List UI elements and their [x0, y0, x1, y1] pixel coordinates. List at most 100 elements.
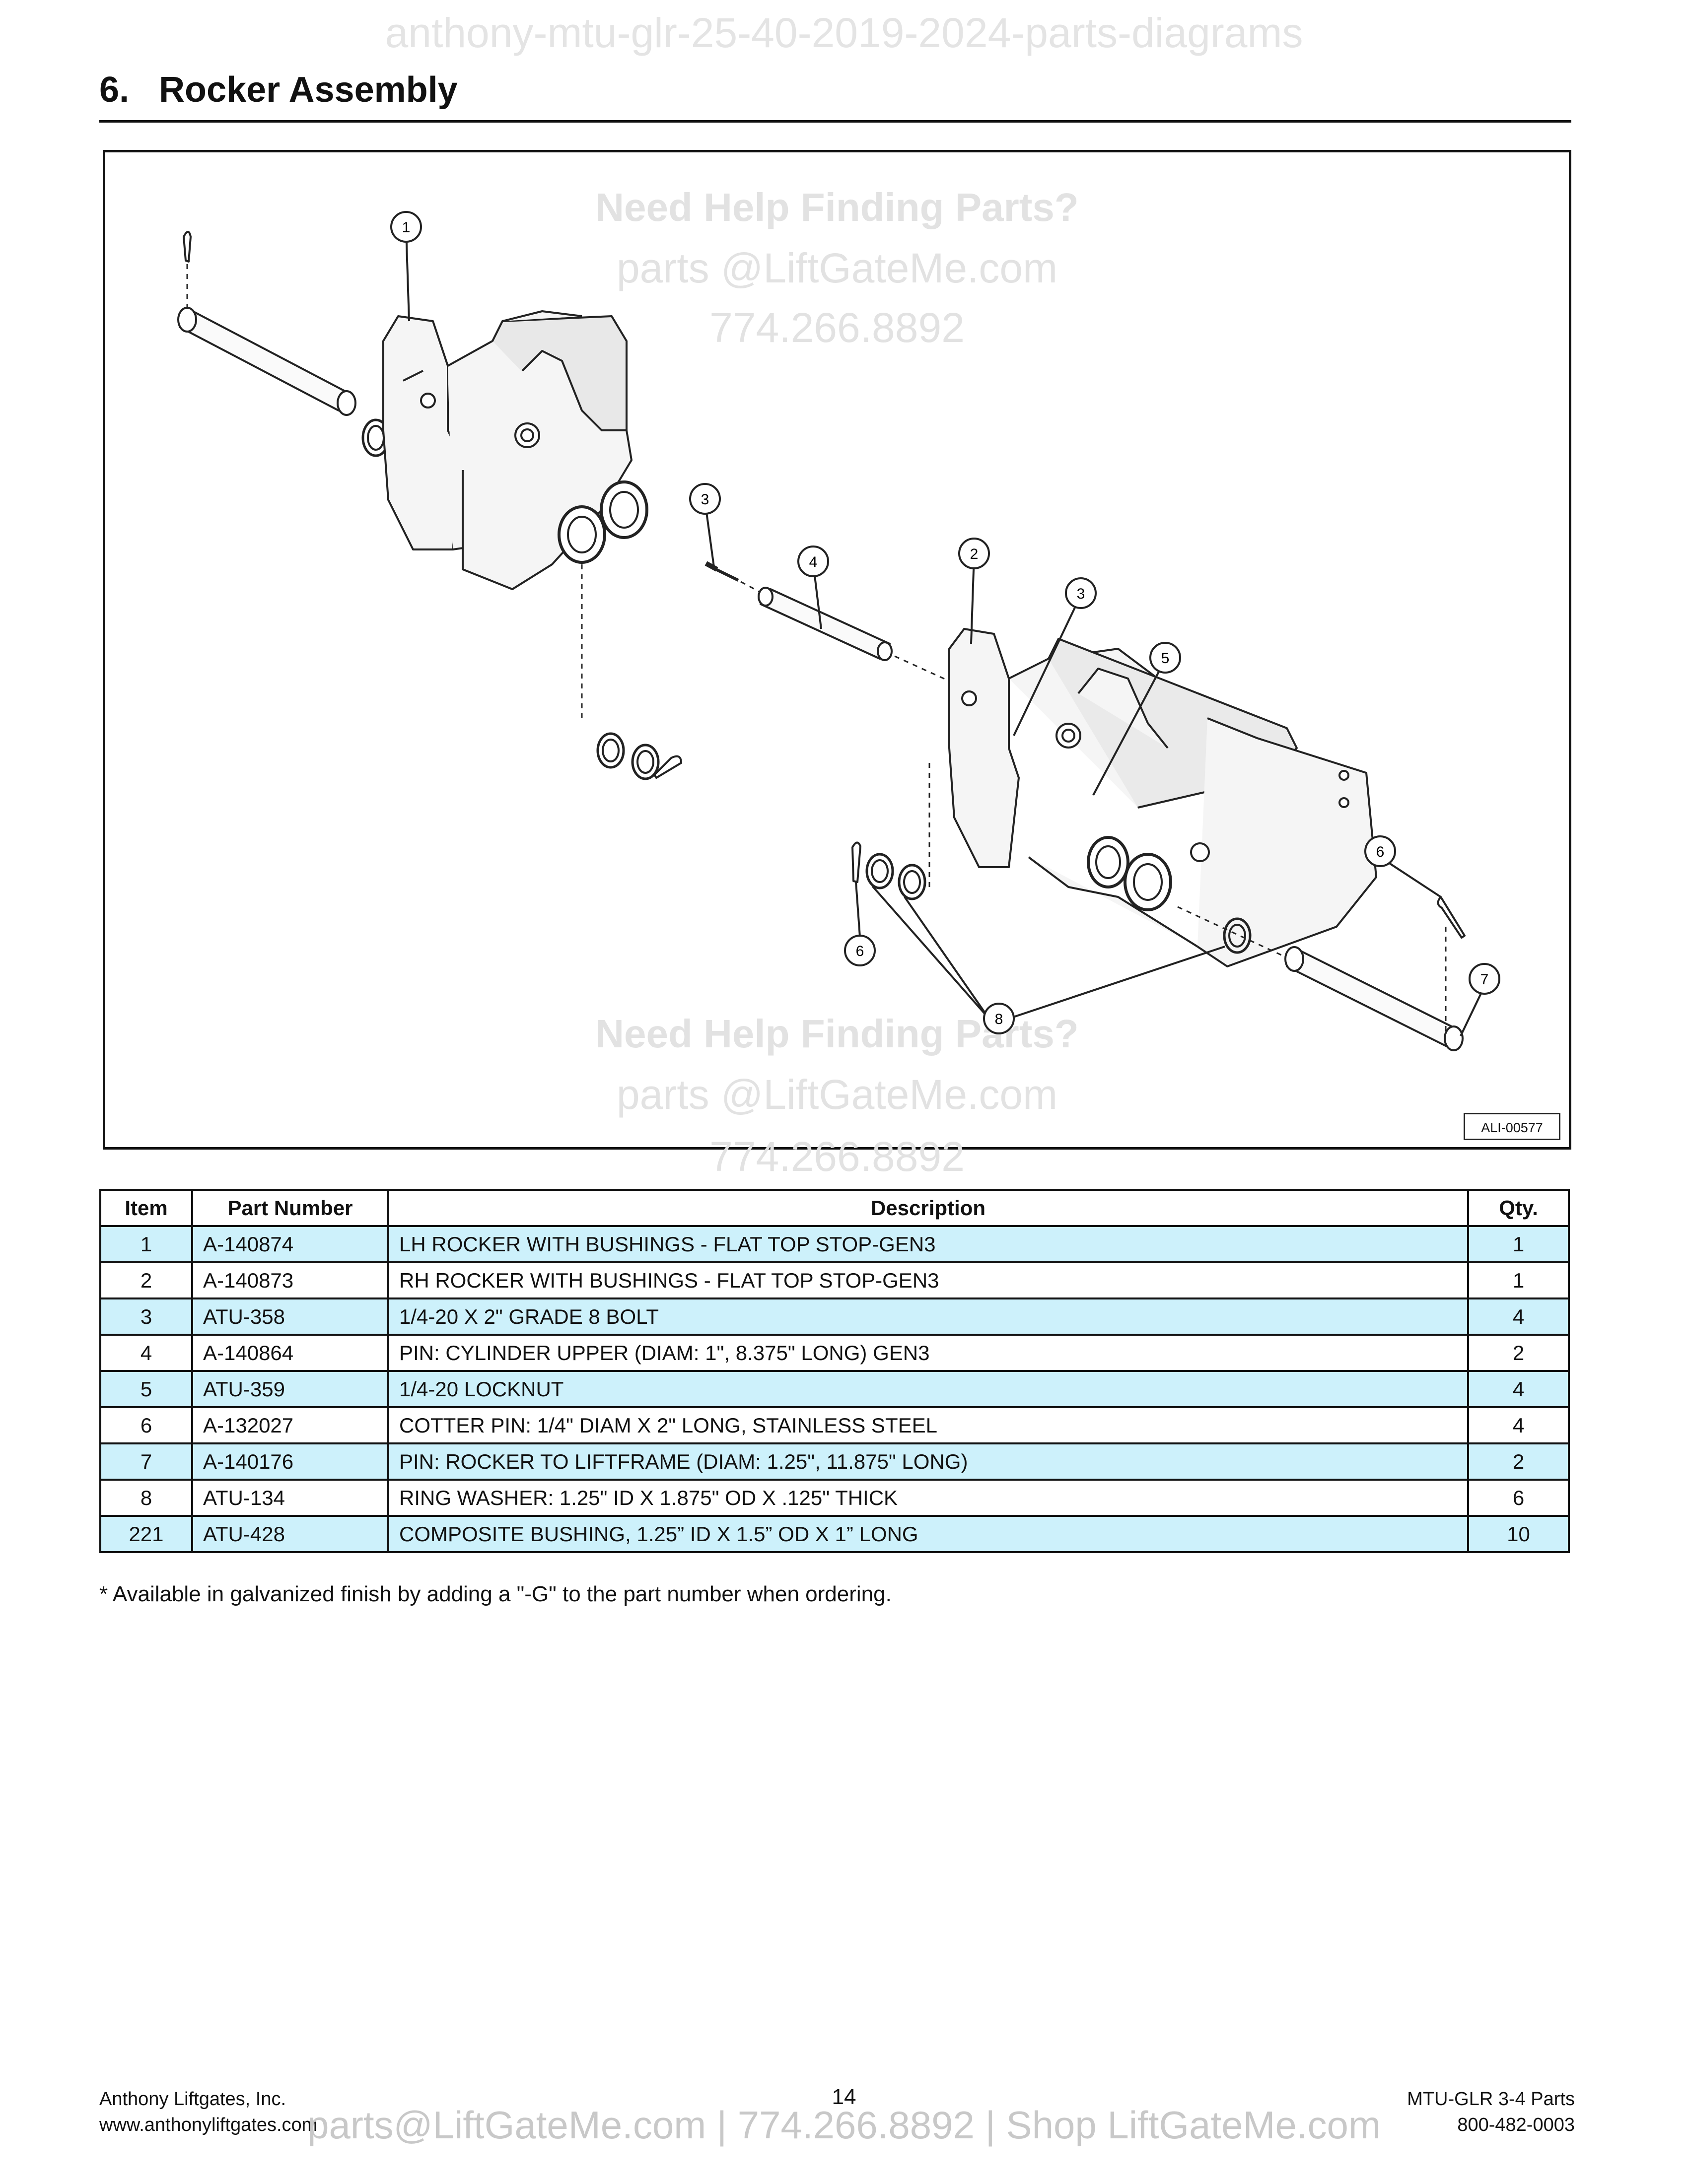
cotter-pin-upper-left [183, 231, 192, 316]
cell-part-number: A-140176 [191, 1442, 389, 1481]
exploded-diagram: Need Help Finding Parts? parts @LiftGate… [103, 150, 1571, 1180]
callout-8: 8 [983, 1003, 1015, 1034]
callouts: 1 3 4 2 3 5 6 6 7 8 [390, 211, 1500, 1034]
ring-washers-middle [596, 732, 682, 780]
table-row: 7 A-140176 PIN: ROCKER TO LIFTFRAME (DIA… [99, 1442, 1570, 1481]
watermark-email-lower: parts @LiftGateMe.com [616, 1071, 1058, 1118]
table-row: 8 ATU-134 RING WASHER: 1.25" ID X 1.875"… [99, 1479, 1570, 1517]
cell-part-number: ATU-428 [191, 1515, 389, 1553]
cell-qty: 2 [1467, 1442, 1570, 1481]
svg-text:5: 5 [1161, 650, 1170, 667]
cell-part-number: ATU-359 [191, 1370, 389, 1408]
cell-qty: 4 [1467, 1370, 1570, 1408]
cell-qty: 10 [1467, 1515, 1570, 1553]
table-row: 1 A-140874 LH ROCKER WITH BUSHINGS - FLA… [99, 1225, 1570, 1263]
rh-rocker [948, 628, 1377, 967]
parts-drawing: 1 3 4 2 3 5 6 6 7 8 [177, 211, 1500, 1051]
watermark-phone: 774.266.8892 [709, 304, 965, 351]
svg-text:2: 2 [970, 546, 979, 562]
svg-text:8: 8 [995, 1011, 1003, 1027]
lh-rocker [382, 310, 648, 590]
cell-part-number: A-140874 [191, 1225, 389, 1263]
footer-doc-title: MTU-GLR 3-4 Parts [1407, 2089, 1575, 2110]
page-number: 14 [832, 2085, 856, 2109]
cell-description: COTTER PIN: 1/4" DIAM X 2" LONG, STAINLE… [387, 1406, 1469, 1444]
cell-description: PIN: CYLINDER UPPER (DIAM: 1", 8.375" LO… [387, 1334, 1469, 1372]
parts-table: Item Part Number Description Qty. 1 A-14… [99, 1189, 1570, 1553]
cell-description: COMPOSITE BUSHING, 1.25” ID X 1.5” OD X … [387, 1515, 1469, 1553]
svg-text:3: 3 [701, 491, 709, 508]
watermark-email: parts @LiftGateMe.com [616, 245, 1058, 291]
cell-item: 4 [99, 1334, 193, 1372]
callout-6-right: 6 [1364, 835, 1396, 867]
svg-text:6: 6 [856, 943, 864, 959]
table-row: 3 ATU-358 1/4-20 X 2" GRADE 8 BOLT 4 [99, 1297, 1570, 1336]
cell-description: 1/4-20 LOCKNUT [387, 1370, 1469, 1408]
cell-qty: 4 [1467, 1406, 1570, 1444]
cell-description: RING WASHER: 1.25" ID X 1.875" OD X .125… [387, 1479, 1469, 1517]
leader-lines [405, 229, 1485, 1036]
cell-qty: 1 [1467, 1225, 1570, 1263]
table-row: 2 A-140873 RH ROCKER WITH BUSHINGS - FLA… [99, 1261, 1570, 1299]
table-row: 4 A-140864 PIN: CYLINDER UPPER (DIAM: 1"… [99, 1334, 1570, 1372]
cell-description: RH ROCKER WITH BUSHINGS - FLAT TOP STOP-… [387, 1261, 1469, 1299]
header-description: Description [387, 1189, 1469, 1227]
callout-1: 1 [390, 211, 422, 243]
rocker-pin-left [177, 307, 356, 416]
callout-4: 4 [797, 546, 829, 577]
rocker-pin-right [1284, 927, 1464, 1051]
footer-company: Anthony Liftgates, Inc. [99, 2089, 286, 2110]
footer-website: www.anthonyliftgates.com [99, 2115, 318, 2135]
svg-text:1: 1 [402, 219, 411, 236]
footer-right: MTU-GLR 3-4 Parts 800-482-0003 [1407, 2086, 1575, 2138]
cell-qty: 6 [1467, 1479, 1570, 1517]
cell-item: 7 [99, 1442, 193, 1481]
ring-washers-lower [851, 841, 926, 900]
callout-7: 7 [1469, 963, 1500, 995]
cell-item: 2 [99, 1261, 193, 1299]
cell-description: LH ROCKER WITH BUSHINGS - FLAT TOP STOP-… [387, 1225, 1469, 1263]
watermark-headline: Need Help Finding Parts? [595, 185, 1079, 229]
section-heading: 6. Rocker Assembly [99, 69, 458, 110]
table-row: 5 ATU-359 1/4-20 LOCKNUT 4 [99, 1370, 1570, 1408]
table-row: 6 A-132027 COTTER PIN: 1/4" DIAM X 2" LO… [99, 1406, 1570, 1444]
cell-item: 6 [99, 1406, 193, 1444]
bolt-middle [704, 561, 821, 625]
callout-6-lower: 6 [844, 935, 876, 966]
cell-item: 3 [99, 1297, 193, 1336]
cell-item: 221 [99, 1515, 193, 1553]
callout-5: 5 [1149, 642, 1181, 674]
svg-text:4: 4 [809, 554, 818, 570]
cell-part-number: A-140864 [191, 1334, 389, 1372]
cell-part-number: A-140873 [191, 1261, 389, 1299]
header-qty: Qty. [1467, 1189, 1570, 1227]
cell-description: 1/4-20 X 2" GRADE 8 BOLT [387, 1297, 1469, 1336]
table-header-row: Item Part Number Description Qty. [99, 1189, 1570, 1227]
drawing-reference-code: ALI-00577 [1464, 1113, 1560, 1140]
table-row: 221 ATU-428 COMPOSITE BUSHING, 1.25” ID … [99, 1515, 1570, 1553]
callout-2: 2 [958, 538, 990, 569]
section-title: Rocker Assembly [159, 70, 458, 110]
cell-item: 8 [99, 1479, 193, 1517]
ring-washer-right [1223, 917, 1252, 954]
cell-part-number: ATU-358 [191, 1297, 389, 1336]
heading-rule [99, 120, 1571, 123]
galvanized-note: * Available in galvanized finish by addi… [99, 1582, 892, 1606]
footer-phone: 800-482-0003 [1457, 2115, 1575, 2135]
svg-text:3: 3 [1077, 586, 1085, 602]
watermark-phone-lower: 774.266.8892 [709, 1133, 965, 1180]
footer-watermark: parts@LiftGateMe.com | 774.266.8892 | Sh… [307, 2103, 1381, 2147]
section-number: 6. [99, 70, 130, 110]
svg-text:6: 6 [1376, 844, 1385, 860]
cell-description: PIN: ROCKER TO LIFTFRAME (DIAM: 1.25", 1… [387, 1442, 1469, 1481]
cell-qty: 2 [1467, 1334, 1570, 1372]
top-watermark: anthony-mtu-glr-25-40-2019-2024-parts-di… [385, 9, 1303, 56]
cell-part-number: ATU-134 [191, 1479, 389, 1517]
svg-text:7: 7 [1480, 971, 1489, 988]
cell-qty: 1 [1467, 1261, 1570, 1299]
cell-qty: 4 [1467, 1297, 1570, 1336]
cell-part-number: A-132027 [191, 1406, 389, 1444]
cylinder-upper-pin [758, 587, 950, 682]
footer-left: Anthony Liftgates, Inc. www.anthonyliftg… [99, 2086, 317, 2138]
header-item: Item [99, 1189, 193, 1227]
